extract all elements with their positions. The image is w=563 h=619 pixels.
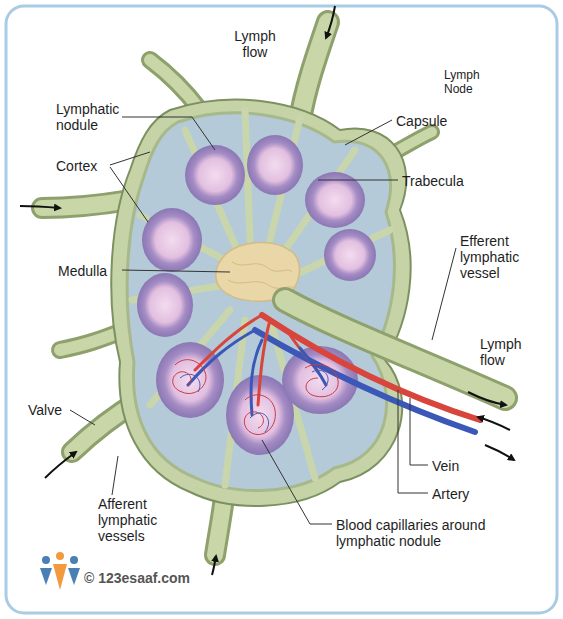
- flow-label: Lymph flow: [231, 28, 279, 60]
- part-label: Vein: [432, 458, 472, 474]
- subcapsular-sinus: [127, 113, 394, 490]
- part-label: Efferent lymphatic vessel: [460, 233, 538, 281]
- watermark: © 123esaaf.com: [84, 570, 224, 586]
- part-label: Blood capillaries around lymphatic nodul…: [336, 517, 496, 549]
- part-label: Artery: [432, 486, 484, 502]
- frame: [6, 6, 557, 613]
- part-label: Afferent lymphatic vessels: [98, 496, 178, 544]
- blood-vessels: [188, 315, 480, 432]
- part-label: Valve: [28, 402, 72, 418]
- part-label: Lymphatic nodule: [56, 101, 122, 133]
- part-label: Medulla: [58, 263, 122, 279]
- diagram-title: Lymph Node: [444, 68, 494, 96]
- part-label: Cortex: [56, 158, 110, 174]
- part-label: Capsule: [396, 113, 466, 129]
- leader-lines: [70, 117, 456, 524]
- capillaries: [173, 360, 338, 435]
- capsule: [111, 100, 410, 506]
- medullary-cords: [228, 262, 294, 288]
- watermark-icon: [40, 552, 80, 590]
- lymphatic-vessels: [42, 22, 432, 555]
- flow-arrows: [20, 6, 514, 575]
- flow-label: Lymph flow: [480, 336, 530, 368]
- part-label: Trabecula: [402, 173, 482, 189]
- trabeculae: [132, 110, 390, 485]
- lymphatic-nodules: [137, 135, 376, 455]
